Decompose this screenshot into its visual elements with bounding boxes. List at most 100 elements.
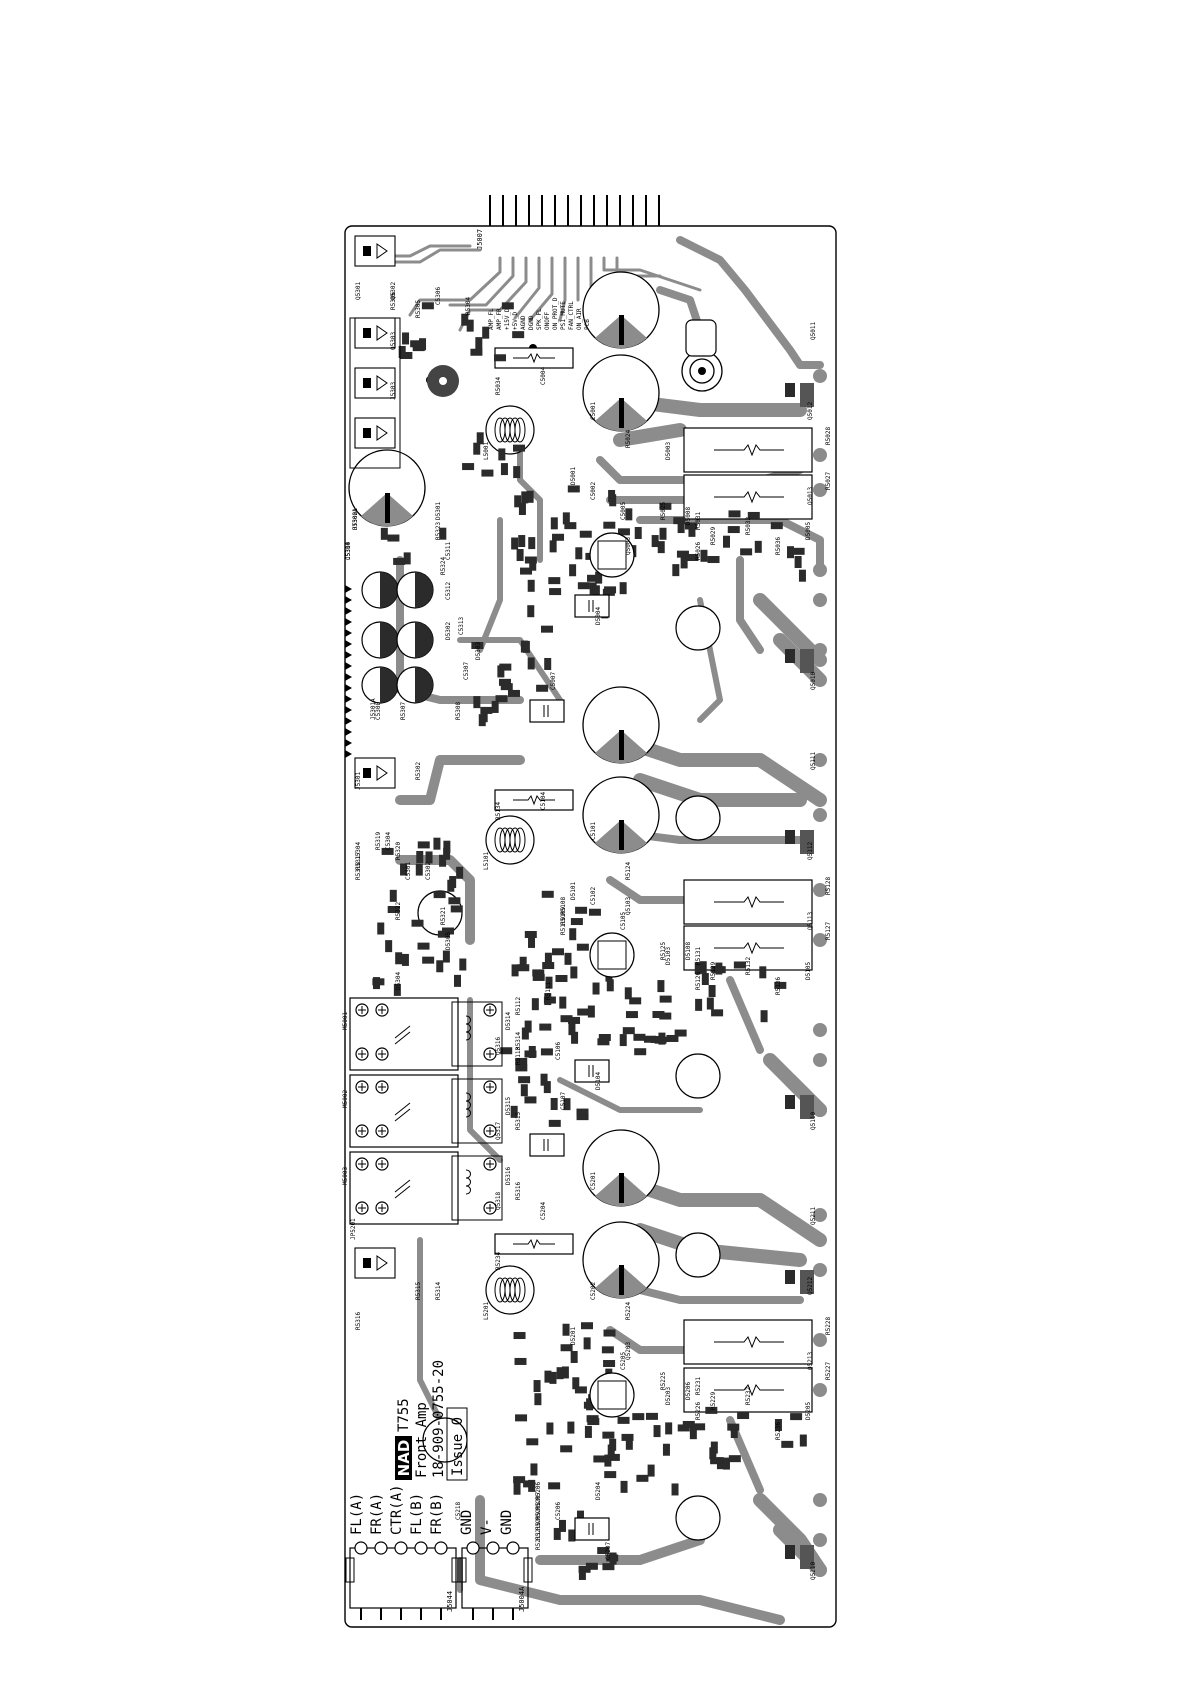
smd-pad	[393, 557, 406, 565]
resistor-symbol	[513, 352, 555, 364]
ic-package	[589, 932, 635, 978]
smd-pad	[570, 1350, 578, 1363]
ic-body	[597, 540, 627, 570]
resistor-symbol	[714, 896, 784, 909]
part-reference-label: D5005	[805, 522, 812, 540]
edge-notch	[345, 629, 352, 637]
smd-pad	[400, 863, 408, 876]
part-reference-label: C5306	[435, 287, 442, 305]
mounting-holes	[417, 319, 827, 1547]
smd-pad	[436, 960, 444, 973]
smd-pad	[521, 1027, 529, 1040]
smd-pad	[604, 586, 617, 594]
smd-pad	[586, 1398, 594, 1411]
part-reference-label: R5308	[455, 702, 462, 720]
smd-pad	[456, 866, 464, 879]
smd-pad	[422, 956, 435, 964]
inductor-coil	[509, 417, 521, 443]
part-reference-label: R5225	[660, 1372, 667, 1390]
smd-pad	[532, 969, 545, 977]
inductor-coil	[514, 827, 526, 853]
transistor-pad	[785, 830, 795, 844]
part-reference-label: R5302	[415, 762, 422, 780]
smd-pad	[629, 997, 642, 1005]
smd-pad	[666, 1034, 679, 1042]
smd-pad	[571, 1031, 579, 1044]
smd-pad	[564, 952, 572, 965]
relay-label: M5003	[342, 1167, 349, 1185]
relay-coil-frame	[451, 1001, 503, 1067]
pin-label-v-minus: V-	[479, 1518, 495, 1535]
part-reference-label: R5321	[440, 907, 447, 925]
smd-pad	[510, 1105, 518, 1118]
smd-pad	[665, 1422, 673, 1435]
capacitor-fill	[415, 667, 433, 703]
smd-pad	[550, 1098, 558, 1111]
smd-pad	[515, 1057, 528, 1065]
smd-pad	[716, 1457, 724, 1470]
smd-pad	[563, 1098, 571, 1111]
mounting-hole	[675, 1495, 721, 1541]
part-reference-label: R5210	[535, 1522, 542, 1540]
smd-pad	[546, 1422, 554, 1435]
pin-label-ctr-a: CTR(A)	[389, 1484, 405, 1535]
smd-pad	[727, 526, 740, 534]
edge-pad	[813, 1053, 827, 1067]
connector-arrow	[376, 765, 388, 781]
smd-pad	[597, 1547, 610, 1555]
part-reference-label: D5203	[665, 1387, 672, 1405]
transistor-pad	[785, 649, 795, 663]
capacitor-lead	[385, 493, 390, 523]
part-reference-label: C5308	[375, 702, 382, 720]
smd-pad	[689, 1427, 697, 1440]
board-outline	[344, 225, 837, 1628]
pin-label-gnd-1: GND	[459, 1510, 475, 1535]
smd-pad	[728, 1455, 741, 1463]
smd-pad	[480, 706, 493, 714]
part-reference-label: R5113	[515, 1047, 522, 1065]
part-reference-label: D5303	[475, 642, 482, 660]
pin-label-gnd-2: GND	[499, 1510, 515, 1535]
part-reference-label: R5024	[625, 430, 632, 448]
smd-pad	[562, 512, 570, 525]
smd-pad	[377, 922, 385, 935]
transistor-tab	[800, 383, 814, 407]
smd-pad	[517, 964, 530, 972]
smd-pad	[657, 980, 665, 993]
part-reference-label: J5304	[345, 542, 352, 560]
relay-contact	[394, 1102, 411, 1122]
smd-pad	[437, 930, 450, 938]
part-reference-label: C5201	[590, 1172, 597, 1190]
part-reference-label: C5302	[425, 862, 432, 880]
smd-pad	[570, 966, 578, 979]
smd-pad	[602, 1563, 615, 1571]
smd-pad	[759, 966, 767, 979]
smd-pad	[518, 535, 526, 548]
header-pin-function-label: FAN_CTRL	[568, 301, 575, 330]
part-reference-label: R5125	[660, 942, 667, 960]
part-reference-label: D5204	[595, 1482, 602, 1500]
smd-pad	[604, 1471, 617, 1479]
ic-package	[589, 1372, 635, 1418]
edge-notch	[345, 618, 352, 626]
part-reference-label: C5204	[540, 1202, 547, 1220]
input-pin-pad	[394, 1541, 408, 1555]
edge-pad	[813, 808, 827, 822]
film-capacitor	[529, 1133, 565, 1157]
smd-pad	[722, 1457, 730, 1470]
capacitor-lead	[619, 1173, 624, 1203]
capacitor-fill	[415, 572, 433, 608]
smd-pad	[539, 1023, 552, 1031]
part-reference-label: R5315	[415, 1282, 422, 1300]
smd-pad	[540, 1048, 553, 1056]
connector-arrow	[376, 243, 388, 259]
smd-pad	[645, 1412, 658, 1420]
film-capacitor	[574, 1059, 610, 1083]
edge-notch	[345, 684, 352, 692]
smd-pad	[713, 966, 726, 974]
left-connectors	[349, 235, 401, 1279]
part-reference-label: C5101	[590, 822, 597, 840]
smd-pad	[544, 993, 552, 1006]
pin-label-fl-b: FL(B)	[409, 1493, 425, 1535]
power-pin-pad	[486, 1541, 500, 1555]
